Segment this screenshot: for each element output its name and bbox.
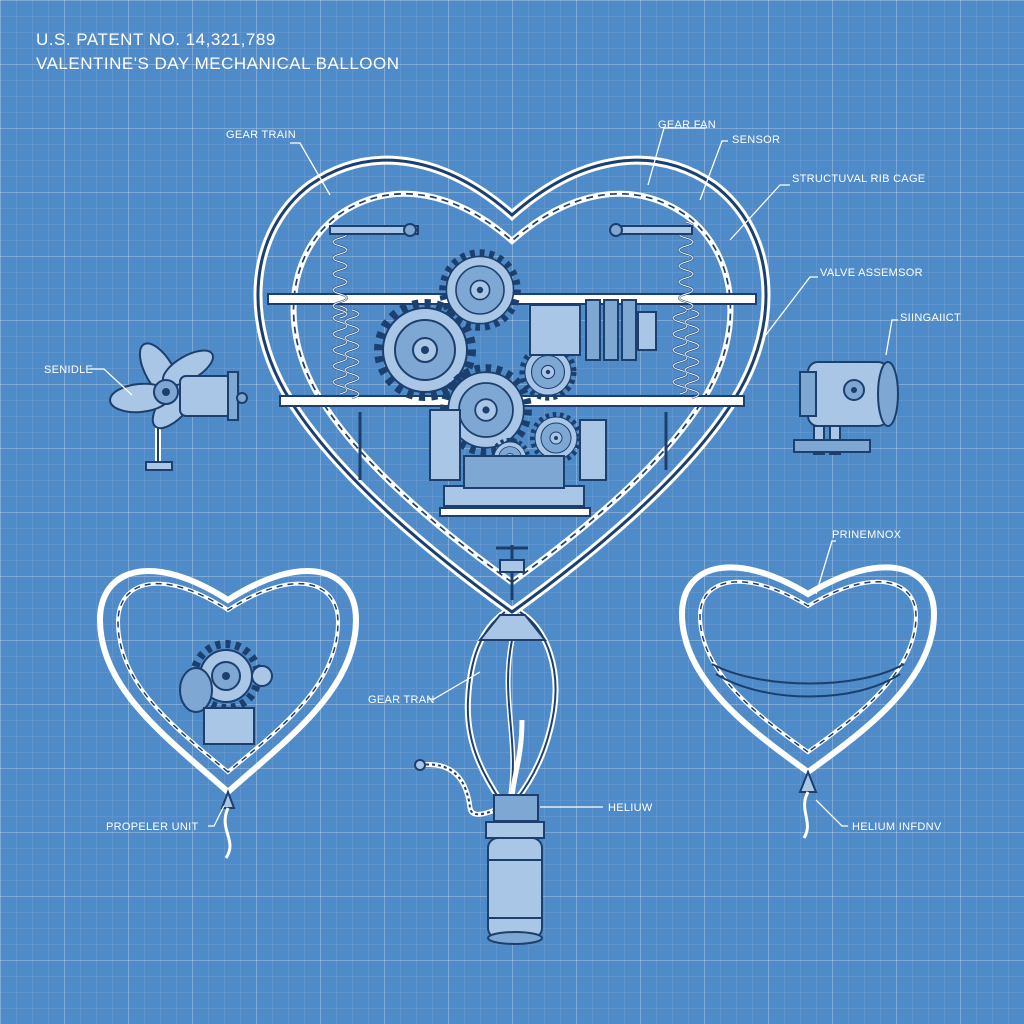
helium-assembly	[414, 609, 559, 945]
left-small-heart	[96, 568, 360, 859]
label-propeller-unit: PROPELER UNIT	[106, 821, 199, 833]
gear-top	[439, 249, 521, 331]
label-gear-fan: GEAR FAN	[658, 119, 716, 131]
right-small-heart	[678, 564, 938, 839]
drawing-title: VALENTINE'S DAY MECHANICAL BALLOON	[36, 54, 400, 73]
gear-large-left	[374, 299, 476, 401]
base-machinery	[358, 409, 668, 507]
label-magnet: SIINGAIICT	[900, 312, 961, 324]
top-pistons	[329, 223, 693, 237]
label-sensor: SENSOR	[732, 134, 780, 146]
valve-block	[529, 299, 657, 361]
patent-number: U.S. PATENT NO. 14,321,789	[36, 30, 276, 49]
main-heart-balloon	[258, 160, 766, 612]
label-helium-inflow: HELIUM INFDNV	[852, 821, 942, 833]
stem-valve	[496, 545, 528, 600]
magnet-motor	[793, 361, 899, 455]
gear-cluster	[374, 249, 582, 479]
label-gear-train-top: GEAR TRAIN	[226, 129, 296, 141]
label-primemnox: PRINEMNOX	[832, 529, 902, 541]
gear-small-lower	[530, 412, 582, 464]
label-valve-assembly: VALVE ASSEMSOR	[820, 267, 923, 279]
leader-lines	[90, 127, 898, 827]
label-senidle: SENIDLE	[44, 364, 93, 376]
propeller-fan	[109, 342, 248, 471]
label-gear-train-lower: GEAR TRAN	[368, 694, 435, 706]
label-structural-rib-cage: STRUCTUVAL RIB CAGE	[792, 173, 925, 185]
label-helium: HELIUW	[608, 802, 653, 814]
title-block: U.S. PATENT NO. 14,321,789 VALENTINE'S D…	[36, 28, 400, 76]
